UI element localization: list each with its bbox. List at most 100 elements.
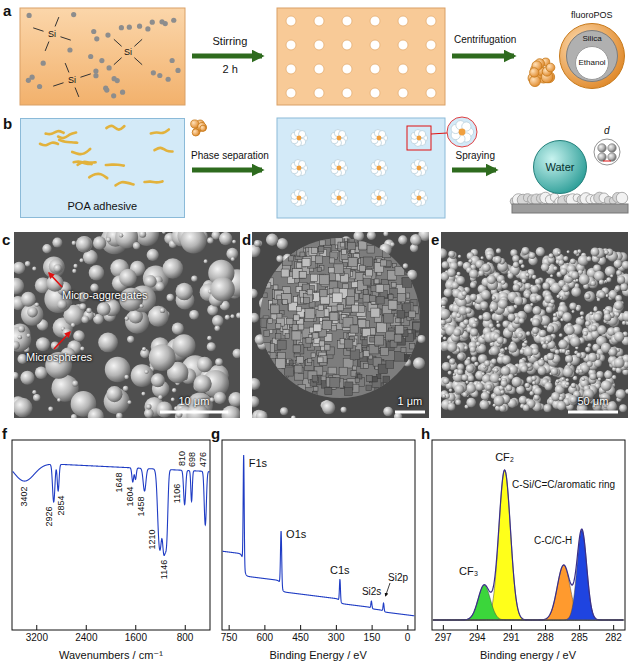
microsphere bbox=[568, 395, 578, 405]
aggregate-sphere bbox=[260, 238, 420, 398]
microsphere bbox=[586, 256, 591, 261]
microsphere bbox=[457, 291, 466, 300]
microsphere bbox=[71, 414, 77, 418]
silica-microsphere bbox=[286, 64, 296, 74]
microsphere bbox=[81, 316, 89, 324]
microsphere bbox=[131, 364, 154, 387]
microsphere bbox=[236, 313, 240, 319]
nanocube bbox=[318, 246, 323, 251]
microsphere bbox=[32, 390, 36, 394]
nanocube bbox=[307, 289, 313, 295]
nanocube bbox=[370, 337, 375, 342]
microsphere bbox=[506, 385, 512, 391]
microsphere bbox=[518, 333, 523, 338]
nanocube bbox=[361, 361, 368, 368]
mixed-suspension bbox=[277, 8, 445, 105]
microsphere bbox=[536, 247, 545, 256]
microsphere bbox=[89, 265, 105, 281]
microsphere bbox=[565, 326, 575, 336]
nanocube bbox=[366, 376, 372, 382]
microsphere bbox=[441, 334, 443, 337]
microsphere bbox=[496, 248, 501, 253]
microsphere bbox=[72, 241, 77, 246]
nanocube bbox=[313, 386, 318, 391]
microsphere bbox=[526, 331, 531, 336]
microsphere bbox=[490, 346, 499, 355]
nanocube bbox=[299, 272, 306, 279]
microsphere bbox=[14, 262, 25, 274]
polymer-chain bbox=[74, 162, 92, 164]
silica-microsphere bbox=[426, 64, 436, 74]
microsphere bbox=[197, 357, 213, 373]
microsphere bbox=[525, 292, 531, 298]
microsphere bbox=[470, 294, 477, 301]
zoom-inset bbox=[447, 117, 477, 147]
microsphere bbox=[458, 255, 461, 258]
microsphere bbox=[73, 264, 77, 268]
sem-background bbox=[441, 232, 628, 418]
microsphere bbox=[291, 415, 296, 418]
microsphere bbox=[210, 397, 215, 402]
microsphere bbox=[512, 255, 519, 262]
microsphere bbox=[565, 382, 569, 386]
silica-particle bbox=[107, 65, 112, 70]
nanocube bbox=[266, 283, 271, 288]
microsphere bbox=[532, 318, 540, 326]
nanocube bbox=[300, 271, 307, 278]
microsphere bbox=[579, 369, 583, 373]
nanocube bbox=[349, 236, 355, 242]
nanocube bbox=[319, 275, 329, 285]
microsphere bbox=[54, 264, 62, 272]
microsphere bbox=[518, 362, 528, 372]
silica-microsphere bbox=[370, 64, 380, 74]
microsphere bbox=[457, 261, 463, 267]
microsphere bbox=[593, 308, 597, 312]
microsphere bbox=[212, 315, 224, 327]
microsphere bbox=[588, 353, 597, 362]
microsphere bbox=[555, 349, 560, 354]
microsphere bbox=[49, 259, 64, 274]
microsphere bbox=[231, 257, 235, 261]
microsphere bbox=[496, 323, 500, 327]
microsphere bbox=[176, 283, 193, 300]
zoom-frame bbox=[407, 126, 431, 150]
nanocube bbox=[330, 378, 340, 388]
polymer-chain bbox=[46, 131, 64, 134]
substrate bbox=[512, 204, 628, 213]
silica-microsphere bbox=[370, 40, 380, 50]
microsphere bbox=[494, 395, 505, 406]
microsphere bbox=[501, 380, 508, 387]
microsphere bbox=[151, 373, 165, 387]
nanocube bbox=[397, 311, 405, 319]
microsphere bbox=[514, 296, 523, 305]
process-arrow bbox=[192, 54, 262, 59]
microsphere bbox=[615, 286, 621, 292]
nanocube bbox=[360, 265, 366, 271]
nanocube bbox=[298, 384, 305, 391]
microsphere bbox=[596, 371, 603, 378]
silica-microsphere bbox=[426, 88, 436, 98]
nanocube bbox=[305, 309, 315, 319]
adhesive-core bbox=[417, 196, 422, 201]
microsphere bbox=[470, 346, 476, 352]
silica-microsphere bbox=[286, 88, 296, 98]
chemical-bond bbox=[55, 17, 59, 26]
nanocube bbox=[315, 256, 322, 263]
microsphere bbox=[266, 234, 278, 246]
nanocube bbox=[311, 353, 316, 358]
nanocube bbox=[380, 260, 386, 266]
microsphere bbox=[466, 398, 476, 408]
microsphere bbox=[480, 301, 488, 309]
silica-particle bbox=[105, 32, 110, 37]
chemical-bond bbox=[114, 58, 122, 65]
nanocube bbox=[309, 247, 317, 255]
microsphere bbox=[484, 381, 494, 391]
microsphere bbox=[570, 396, 578, 404]
chemical-bond bbox=[45, 42, 49, 51]
nanocube bbox=[374, 279, 379, 284]
microsphere bbox=[553, 316, 558, 321]
microsphere bbox=[501, 348, 505, 352]
microsphere bbox=[531, 376, 541, 386]
fluoropos-aggregate bbox=[546, 63, 555, 72]
precursor-solution bbox=[20, 8, 185, 105]
